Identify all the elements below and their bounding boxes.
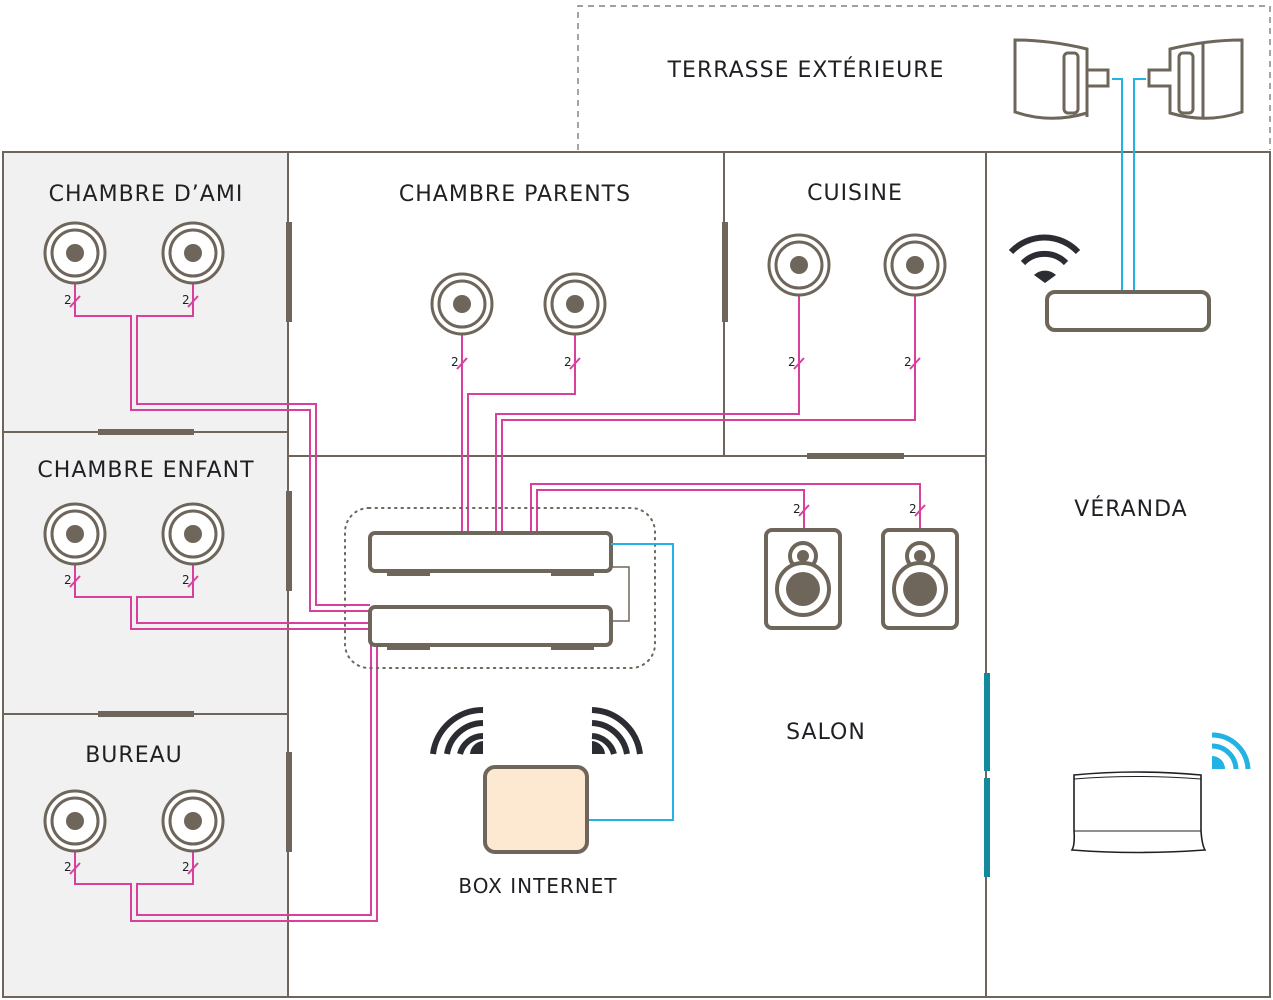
wifi-icon-dot <box>592 741 605 754</box>
amplifier-foot <box>551 645 594 650</box>
amplifier-foot <box>387 571 430 576</box>
amplifier-foot <box>551 571 594 576</box>
room-label-cuisine: CUISINE <box>807 181 903 206</box>
speaker-cable <box>74 282 370 612</box>
amplifier-icon <box>368 531 613 573</box>
terrasse-boundary <box>577 5 1271 150</box>
cable-count: 2 <box>451 355 459 369</box>
wifi-icon-dot <box>1034 270 1056 283</box>
wifi-icon <box>1008 234 1081 266</box>
cable-count: 2 <box>904 355 912 369</box>
wifi-icon <box>591 707 643 755</box>
ceiling-speaker-icon <box>43 221 107 285</box>
cable-count-markers: 2 2 2 2 2 2 2 2 2 2 2 2 <box>64 293 926 875</box>
ceiling-speaker-icon <box>161 502 225 566</box>
box-internet: BOX INTERNET <box>458 765 617 898</box>
cable-count: 2 <box>64 293 72 307</box>
cable-count: 2 <box>182 293 190 307</box>
cable-count: 2 <box>793 502 801 516</box>
cable-count: 2 <box>182 573 190 587</box>
ceiling-speaker-icon <box>43 789 107 853</box>
amplifier-link-cable <box>611 566 630 622</box>
network-cable <box>1133 78 1146 292</box>
room-label-bureau: BUREAU <box>85 743 183 768</box>
bookshelf-speaker-icon <box>764 528 842 630</box>
streamer-amplifier-icon <box>1045 290 1211 332</box>
speaker-cable <box>136 282 370 606</box>
room-label-chambre-ami: CHAMBRE D’AMI <box>49 182 244 207</box>
outer-wall <box>2 151 1271 998</box>
ceiling-speaker-icon <box>161 221 225 285</box>
room-terrasse: TERRASSE EXTÉRIEURE <box>577 5 1271 150</box>
cable-count: 2 <box>64 860 72 874</box>
ceiling-speaker-icon <box>543 272 607 336</box>
room-label-veranda: VÉRANDA <box>1074 496 1187 522</box>
amplifier-foot <box>387 645 430 650</box>
box-internet-icon <box>483 765 589 854</box>
wifi-icon <box>1211 732 1251 770</box>
doors <box>98 222 990 877</box>
outdoor-speaker-icon <box>1013 38 1110 120</box>
ceiling-speaker-icon <box>430 272 494 336</box>
amplifier-hub <box>344 507 656 669</box>
wifi-icon-dot <box>1212 756 1225 769</box>
cable-count: 2 <box>64 573 72 587</box>
cable-count: 2 <box>564 355 572 369</box>
veranda-streamer <box>1045 290 1211 332</box>
speaker-cable <box>467 334 576 533</box>
speaker-cable <box>536 489 805 533</box>
outdoor-speaker-icon <box>1147 38 1244 120</box>
room-label-chambre-enfant: CHAMBRE ENFANT <box>37 458 254 483</box>
speaker-cable <box>136 564 370 624</box>
room-label-salon: SALON <box>786 720 866 745</box>
room-label-terrasse: TERRASSE EXTÉRIEURE <box>667 57 945 83</box>
room-label-chambre-parents: CHAMBRE PARENTS <box>399 182 631 207</box>
wireless-speaker-icon <box>1070 771 1207 854</box>
cable-count: 2 <box>788 355 796 369</box>
speaker-cable <box>495 296 800 533</box>
ceiling-speaker-icon <box>161 789 225 853</box>
grey-rooms-bg <box>3 152 288 997</box>
network-cable <box>1112 78 1123 292</box>
speaker-cable <box>136 643 372 916</box>
ceiling-speaker-icon <box>767 233 831 297</box>
network-cable <box>588 543 674 821</box>
ceiling-speaker-icon <box>883 233 947 297</box>
speaker-cable <box>74 564 370 630</box>
cable-count: 2 <box>909 502 917 516</box>
amplifier-icon <box>368 605 613 647</box>
ceiling-speaker-icon <box>43 502 107 566</box>
speaker-cables <box>74 282 921 922</box>
box-internet-label: BOX INTERNET <box>458 874 617 898</box>
bookshelf-speaker-icon <box>881 528 959 630</box>
hub-boundary <box>344 507 656 669</box>
speaker-cable <box>501 296 916 533</box>
speaker-cable <box>74 643 378 922</box>
cable-count: 2 <box>182 860 190 874</box>
wifi-icon <box>430 706 484 755</box>
wifi-icon-dot <box>470 741 483 754</box>
